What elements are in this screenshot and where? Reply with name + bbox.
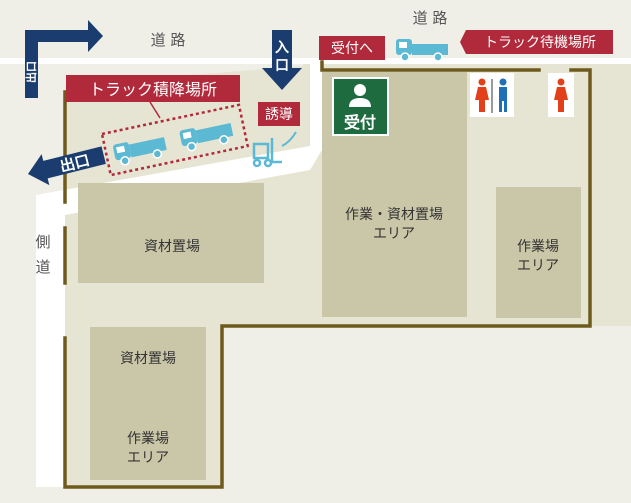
to-reception-sign [319,36,385,60]
reception-label: 受付 [344,113,376,132]
restroom-icon [548,73,574,117]
to-reception-label: 受付へ [331,41,373,57]
entrance-label-1: 入 [275,40,289,56]
area-work-material-label-2: エリア [373,226,415,242]
area-material-2-label: 資材置場 [120,351,176,367]
truck-icon [396,39,448,62]
area-bottom [90,327,206,480]
area-work-material-label-1: 作業・資材置場 [345,207,443,223]
truck-loading-sign [66,75,240,102]
area-material-1 [78,183,264,283]
forklift-icon [252,138,282,168]
road-label-side-2: 道 [35,258,50,276]
road-edge-line [0,58,631,64]
guidance-label: 誘導 [265,107,293,123]
arrow-left-icon [28,146,106,186]
truck-icon [179,123,234,152]
truck-waiting-sign [460,30,613,54]
driveway [36,60,322,487]
person-icon [349,84,371,107]
area-work-bottom-label-1: 作業場 [127,431,169,447]
area-work-bottom-label-2: エリア [127,450,169,466]
site-walls [63,60,592,489]
truck-waiting-label: トラック待機場所 [484,35,596,51]
truck-loading-label: トラック積降場所 [89,80,217,99]
guidance-arrow-icon [281,131,297,147]
area-work-right-label-1: 作業場 [517,239,559,255]
road-label-top-left: 道 路 [151,31,186,49]
arrow-right-icon [25,20,103,98]
guidance-sign [258,102,300,126]
arrow-down-icon [262,30,302,90]
loading-zone [100,103,250,177]
road-label-side-1: 側 [35,233,50,251]
road-label-top-right: 道 路 [413,9,448,27]
area-work-right [496,187,581,318]
area-work-right-label-2: エリア [517,258,559,274]
truck-icon [113,137,167,166]
loading-leader-line [149,101,161,119]
exit-label-top: 出口 [24,61,38,83]
restroom-icon [470,73,514,117]
entrance-label-2: 口 [275,58,289,74]
area-material-1-label: 資材置場 [144,239,200,255]
